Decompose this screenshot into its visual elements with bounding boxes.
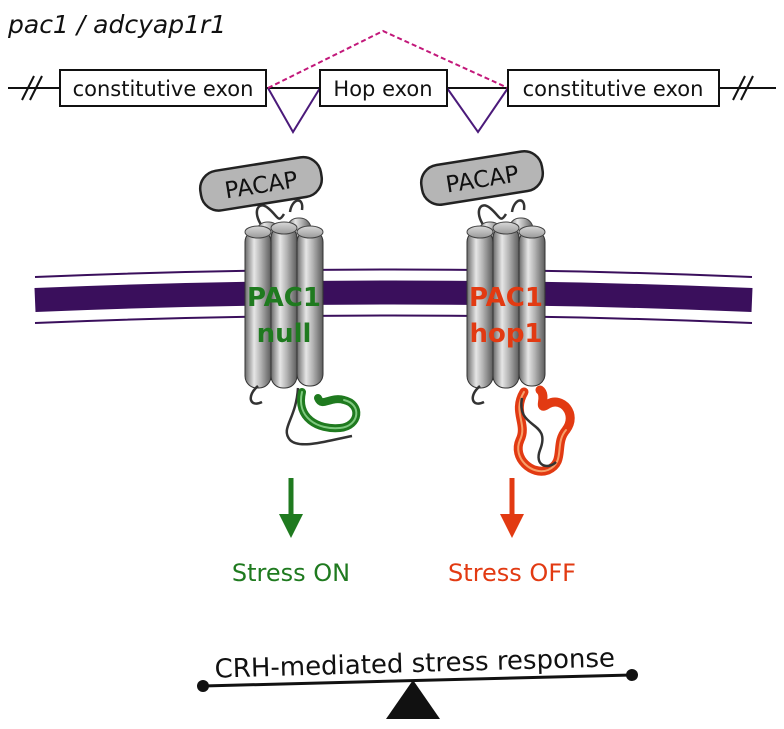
- exon-skip-splice: [267, 29, 509, 89]
- cell-membrane: [34, 268, 753, 324]
- null-c-tail: [297, 388, 361, 433]
- constitutive-exon-left-label: constitutive exon: [73, 77, 254, 101]
- receptor-pac1-null: PACAP PAC1 null: [198, 155, 361, 446]
- receptor-pac1-hop1: PACAP PAC1 hop1: [419, 150, 575, 476]
- constitutive-exon-left: [59, 69, 267, 107]
- stress-off-label: Stress OFF: [448, 559, 576, 587]
- receptor-name-left: PAC1: [247, 283, 321, 313]
- pacap-ligand-right: PACAP: [419, 150, 545, 206]
- hop-c-tail: [513, 385, 575, 476]
- constitutive-exon-right-label: constitutive exon: [523, 77, 704, 101]
- balance-beam: [202, 673, 633, 688]
- constitutive-exon-right: [507, 69, 720, 107]
- beam-end-right: [626, 669, 638, 681]
- break-mark-left: [21, 75, 35, 101]
- effect-left: Stress ON: [232, 478, 350, 587]
- gene-track: constitutive exon Hop exon constitutive …: [8, 29, 776, 134]
- receptor-variant-right: hop1: [469, 319, 542, 349]
- break-mark-right: [732, 75, 746, 101]
- hop-exon-label: Hop exon: [333, 77, 432, 101]
- effect-right: Stress OFF: [448, 478, 576, 587]
- fulcrum: [386, 680, 440, 719]
- hop-exon: [319, 69, 448, 107]
- pacap-ligand-left: PACAP: [198, 155, 324, 212]
- balance-scale: CRH-mediated stress response: [197, 643, 638, 719]
- splice-junction-right: [446, 87, 509, 134]
- beam-end-left: [197, 680, 209, 692]
- receptor-name-right: PAC1: [469, 283, 543, 313]
- stress-on-label: Stress ON: [232, 559, 350, 587]
- splice-junction-left: [267, 87, 321, 134]
- gene-title: pac1 / adcyap1r1: [8, 10, 227, 39]
- receptor-variant-left: null: [257, 319, 312, 349]
